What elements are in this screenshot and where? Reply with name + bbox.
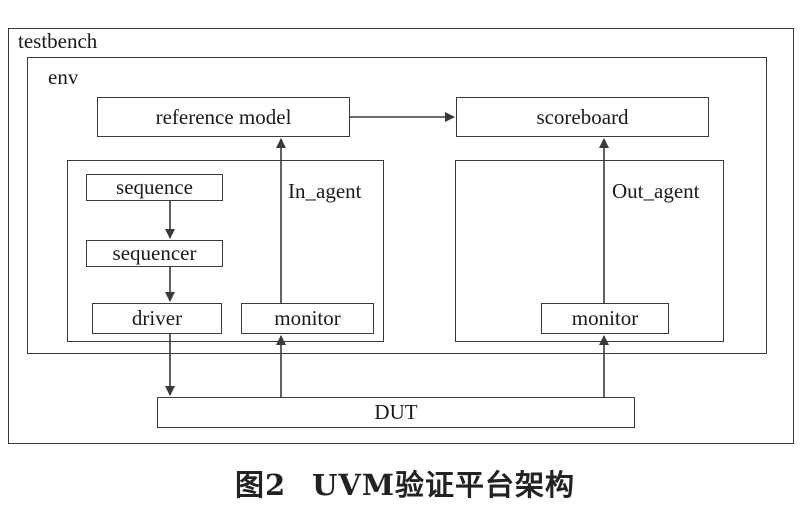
reference-model-block: reference model — [97, 97, 350, 137]
env-label: env — [48, 65, 79, 89]
driver-block: driver — [92, 303, 222, 334]
out-agent-label: Out_agent — [612, 179, 700, 203]
testbench-label: testbench — [18, 29, 98, 53]
sequencer-block: sequencer — [86, 240, 223, 267]
scoreboard-block: scoreboard — [456, 97, 709, 137]
caption-title: UVM验证平台架构 — [312, 468, 576, 502]
in-agent-label: In_agent — [288, 179, 362, 203]
dut-block: DUT — [157, 397, 635, 428]
sequence-block: sequence — [86, 174, 223, 201]
caption-number: 图2 — [234, 468, 287, 502]
out-monitor-block: monitor — [541, 303, 669, 334]
figure-caption: 图2 UVM验证平台架构 — [0, 462, 810, 504]
in-monitor-block: monitor — [241, 303, 374, 334]
